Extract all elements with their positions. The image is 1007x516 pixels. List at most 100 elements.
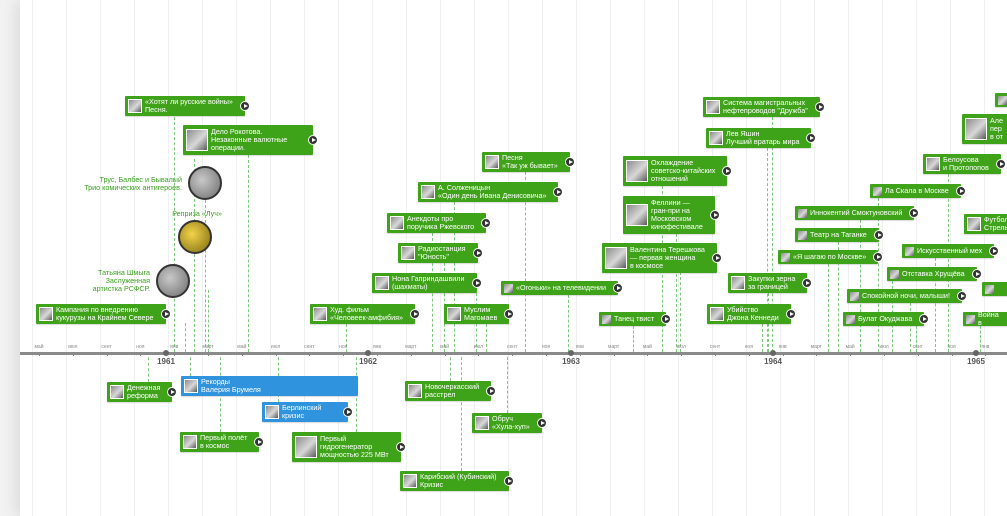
play-icon[interactable]	[995, 159, 1006, 169]
play-icon[interactable]	[564, 157, 575, 167]
play-icon[interactable]	[956, 291, 967, 301]
timeline-event[interactable]: Закупки зерна за границей	[728, 273, 813, 293]
timeline-event[interactable]: Феллини — гран-при на Московском кинофес…	[623, 196, 720, 234]
event-title: Денежная реформа	[127, 383, 161, 400]
play-icon[interactable]	[504, 309, 515, 319]
play-icon[interactable]	[553, 187, 564, 197]
event-thumbnail	[985, 284, 994, 294]
circle-event-photo[interactable]	[156, 264, 190, 298]
play-icon[interactable]	[308, 135, 318, 145]
timeline-event[interactable]: Булат Окуджава	[843, 312, 930, 326]
timeline-event[interactable]	[995, 93, 1007, 107]
play-icon[interactable]	[955, 186, 966, 196]
timeline-event[interactable]: Искусственный мех	[902, 244, 1000, 258]
timeline-event[interactable]: Танец твист	[599, 312, 672, 326]
play-icon[interactable]	[873, 230, 884, 240]
timeline-event[interactable]: Новочеркасский расстрел	[405, 381, 497, 401]
timeline-event[interactable]: Первый полёт в космос	[180, 432, 265, 452]
play-icon[interactable]	[814, 102, 825, 112]
play-icon[interactable]	[785, 309, 796, 319]
timeline-event[interactable]: Нона Гаприндашвили (шахматы)	[372, 273, 482, 293]
timeline-event[interactable]: Анекдоты про поручика Ржевского	[387, 213, 492, 233]
timeline-event[interactable]: «Я шагаю по Москве»	[778, 250, 884, 264]
month-tick	[985, 352, 987, 356]
play-icon[interactable]	[709, 210, 720, 220]
timeline-event[interactable]: А. Солженицын «Один день Ивана Денисович…	[418, 182, 564, 202]
play-icon[interactable]	[481, 218, 492, 228]
event-thumbnail	[798, 230, 807, 240]
timeline-event[interactable]: Радиостанция "Юность"	[398, 243, 483, 263]
play-icon[interactable]	[503, 476, 514, 486]
timeline-event[interactable]: Дело Рокотова. Незаконные валютные опера…	[183, 125, 318, 155]
timeline-event[interactable]: Берлинский кризис	[262, 402, 353, 422]
timeline-event[interactable]: Кампания по внедрению кукурузы на Крайне…	[36, 304, 171, 324]
year-label: 1963	[562, 357, 580, 366]
event-thumbnail	[850, 291, 859, 301]
play-icon[interactable]	[239, 101, 250, 111]
timeline-event[interactable]: Валентина Терешкова — первая женщина в к…	[602, 243, 722, 273]
timeline-event[interactable]: Убийство Джона Кеннеди	[707, 304, 796, 324]
play-icon[interactable]	[536, 418, 547, 428]
play-icon[interactable]	[873, 252, 884, 262]
grid-line	[270, 0, 271, 516]
event-title: Спокойной ночи, малыши!	[862, 291, 950, 300]
play-icon[interactable]	[613, 283, 624, 293]
timeline-event[interactable]: «Хотят ли русские войны» Песня.	[125, 96, 250, 116]
timeline-event[interactable]: Песня «Так уж бывает»	[482, 152, 575, 172]
grid-line	[168, 0, 169, 516]
month-tick	[850, 352, 852, 356]
play-icon[interactable]	[395, 442, 406, 452]
play-icon[interactable]	[409, 309, 420, 319]
timeline-event[interactable]: Белоусова и Протопопов	[923, 154, 1006, 174]
timeline-event[interactable]: Муслим Магомаев	[444, 304, 515, 324]
play-icon[interactable]	[806, 133, 817, 143]
event-thumbnail	[110, 385, 124, 399]
play-icon[interactable]	[919, 314, 930, 324]
play-icon[interactable]	[343, 407, 353, 417]
timeline-event[interactable]: Лев Яшин Лучший вратарь мира	[706, 128, 817, 148]
play-icon[interactable]	[971, 269, 982, 279]
timeline-event[interactable]: Карибский (Кубинский) Кризис	[400, 471, 514, 491]
play-icon[interactable]	[254, 437, 265, 447]
play-icon[interactable]	[486, 386, 497, 396]
timeline-event[interactable]: Охлаждение советско-китайских отношений	[623, 156, 733, 186]
timeline-event[interactable]: «Огоньки» на телевидении	[501, 281, 624, 295]
timeline-event[interactable]: Первый гидрогенератор мощностью 225 МВт	[292, 432, 406, 462]
play-icon[interactable]	[661, 314, 672, 324]
timeline-event[interactable]: Война в	[963, 311, 1007, 327]
timeline-event[interactable]: Денежная реформа	[107, 382, 178, 402]
timeline-event[interactable]: Футболист Стрельцов	[964, 214, 1007, 234]
timeline-event[interactable]: Худ. фильм «Человеек-амфибия»	[310, 304, 420, 324]
timeline-event[interactable]: Иннокентий Смоктуновский	[795, 206, 920, 220]
event-connector	[568, 295, 569, 352]
event-title: Футболист Стрельцов	[984, 215, 1007, 232]
play-icon[interactable]	[471, 278, 482, 288]
grid-line	[542, 0, 543, 516]
timeline-event[interactable]: Обруч «Хула-хуп»	[472, 413, 547, 433]
timeline-event[interactable]: Отставка Хрущёва	[887, 267, 982, 281]
play-icon[interactable]	[909, 208, 920, 218]
circle-event-photo[interactable]	[188, 166, 222, 200]
play-icon[interactable]	[167, 387, 178, 397]
circle-event-photo[interactable]	[178, 220, 212, 254]
timeline-event[interactable]: Спокойной ночи, малыши!	[847, 289, 967, 303]
event-connector	[676, 234, 677, 352]
timeline-event[interactable]: Ла Скала в Москве	[870, 184, 966, 198]
play-icon[interactable]	[711, 253, 722, 263]
play-icon[interactable]	[160, 309, 171, 319]
grid-line	[508, 0, 509, 516]
play-icon[interactable]	[472, 248, 483, 258]
play-icon[interactable]	[802, 278, 813, 288]
timeline-event[interactable]: Але пер в от	[962, 114, 1007, 144]
play-icon[interactable]	[989, 246, 1000, 256]
month-tick	[140, 352, 142, 356]
month-label: ноя	[339, 344, 348, 350]
play-icon[interactable]	[722, 166, 733, 176]
timeline-event[interactable]: Рекорды Валерия Брумеля	[181, 376, 358, 396]
event-thumbnail	[421, 185, 435, 199]
timeline-event[interactable]	[982, 282, 1007, 296]
event-thumbnail	[485, 155, 499, 169]
timeline-event[interactable]: Система магистральных нефтепроводов "Дру…	[703, 97, 825, 117]
timeline-event[interactable]: Театр на Таганке	[795, 228, 884, 242]
